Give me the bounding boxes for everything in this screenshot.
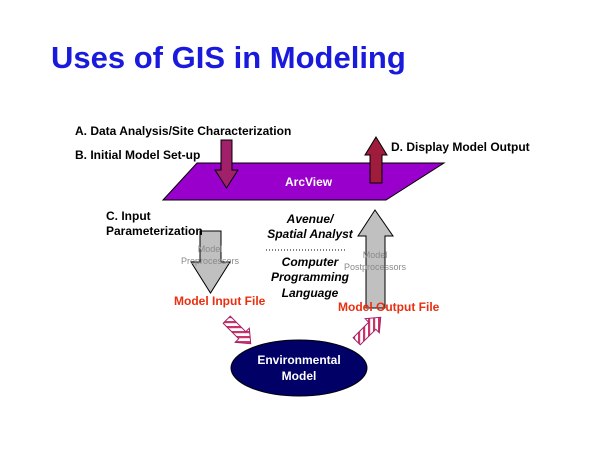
arrow-d-up xyxy=(364,136,388,184)
postprocessors-label-line2: Postprocessors xyxy=(343,262,407,272)
arrow-input-to-model xyxy=(222,315,252,345)
environmental-model-line1: Environmental xyxy=(257,353,341,367)
environmental-model-ellipse xyxy=(230,339,368,397)
label-input-line1: C. Input xyxy=(106,209,151,223)
label-input-line2: Parameterization xyxy=(106,224,203,238)
avenue-label-line1: Avenue/ xyxy=(286,212,334,226)
slide-title: Uses of GIS in Modeling xyxy=(51,40,406,75)
label-data-analysis: A. Data Analysis/Site Characterization xyxy=(75,124,292,138)
arcview-label: ArcView xyxy=(285,175,333,189)
avenue-label-line2: Spatial Analyst xyxy=(267,227,353,241)
preprocessors-label-line2: Preprocessors xyxy=(180,256,240,266)
arrow-ab-down xyxy=(214,139,239,189)
arrow-model-to-output xyxy=(352,316,382,346)
model-input-file-label: Model Input File xyxy=(174,294,266,308)
model-output-file-label: Model Output File xyxy=(338,300,440,314)
computer-label-line1: Computer xyxy=(281,255,339,269)
arrow-postprocessors-up xyxy=(357,209,394,309)
preprocessors-label-line1: Model xyxy=(197,244,223,254)
computer-label-line2: Programming xyxy=(270,270,349,284)
postprocessors-label-line1: Model xyxy=(362,250,388,260)
environmental-model-line2: Model xyxy=(281,369,317,383)
label-display-output: D. Display Model Output xyxy=(391,140,530,154)
computer-label-line3: Language xyxy=(281,286,339,300)
label-initial-setup: B. Initial Model Set-up xyxy=(75,148,201,162)
arrow-preprocessors-down xyxy=(190,230,231,294)
